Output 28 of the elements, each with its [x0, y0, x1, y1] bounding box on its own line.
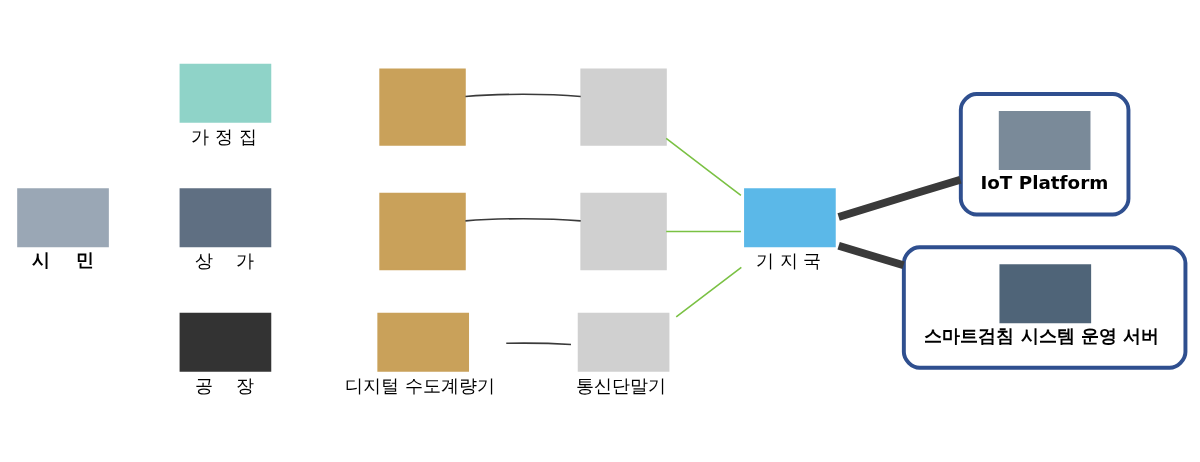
connector: [837, 241, 905, 269]
node-box: [179, 187, 272, 247]
node-box: IoT Platform: [958, 91, 1131, 216]
node-box: [577, 312, 670, 372]
connector: [464, 93, 582, 97]
node-box: [580, 67, 667, 146]
node-box: [379, 192, 466, 270]
node-box: [580, 192, 667, 270]
node-label: 시 민: [32, 248, 94, 270]
connector: [837, 175, 962, 221]
connector: [665, 137, 742, 196]
node-box: [179, 312, 272, 372]
node-label: 공 장: [194, 374, 254, 396]
connector: [505, 341, 572, 345]
node-box: 스마트검침 시스템 운영 서버: [901, 244, 1188, 370]
node-box: [17, 187, 109, 247]
connector: [665, 230, 742, 232]
connector: [675, 266, 743, 318]
node-label: 가 정 집: [191, 125, 258, 147]
node-box: [179, 63, 272, 123]
connector: [464, 217, 582, 222]
node-box: [379, 67, 466, 146]
node-box: [744, 187, 836, 247]
node-label: 통신단말기: [576, 374, 667, 396]
node-label: 기 지 국: [755, 249, 822, 271]
node-label: 상 가: [194, 249, 254, 271]
node-box: [377, 312, 470, 372]
node-label: 디지털 수도계량기: [345, 374, 496, 396]
